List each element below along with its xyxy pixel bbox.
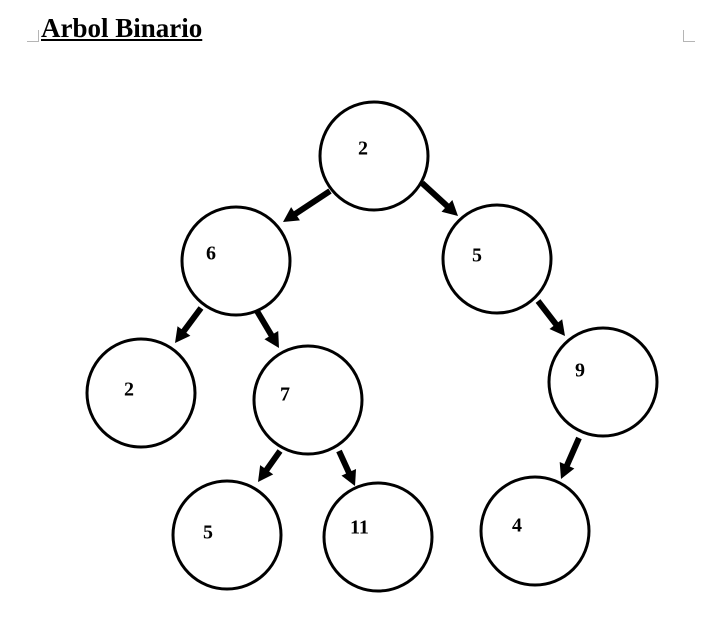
- edge-shaft: [180, 306, 204, 335]
- node-circle: [171, 479, 283, 591]
- tree-node-2: 2: [318, 100, 430, 212]
- node-circle: [318, 100, 430, 212]
- node-label: 7: [280, 384, 290, 406]
- arrowhead-icon: [559, 462, 575, 479]
- node-circle: [547, 326, 659, 438]
- tree-node-5: 5: [171, 479, 283, 591]
- node-label: 6: [206, 243, 216, 265]
- tree-node-4: 4: [479, 475, 591, 587]
- arrowhead-icon: [341, 469, 357, 486]
- tree-node-2: 2: [85, 337, 197, 449]
- node-circle: [322, 481, 434, 593]
- node-circle: [85, 337, 197, 449]
- tree-node-5: 5: [441, 203, 553, 315]
- tree-edges: [175, 180, 582, 486]
- page-corner-mark-left: [27, 30, 39, 42]
- arrowhead-icon: [264, 331, 279, 348]
- tree-edge-6-to-7: [254, 309, 279, 348]
- node-circle: [479, 475, 591, 587]
- tree-node-11: 11: [322, 481, 434, 593]
- node-label: 9: [575, 360, 585, 382]
- tree-node-9: 9: [547, 326, 659, 438]
- node-label: 2: [124, 379, 134, 401]
- tree-edge-7-to-11: [336, 449, 357, 486]
- edge-shaft: [563, 436, 582, 469]
- node-circle: [441, 203, 553, 315]
- tree-node-6: 6: [180, 205, 292, 317]
- node-label: 5: [203, 522, 213, 544]
- arrowhead-icon: [283, 207, 300, 222]
- edge-shaft: [292, 188, 332, 218]
- node-circle: [252, 344, 364, 456]
- tree-node-7: 7: [252, 344, 364, 456]
- tree-edge-6-to-2: [175, 306, 204, 343]
- tree-edge-9-to-4: [559, 436, 582, 479]
- arrowhead-icon: [549, 319, 565, 336]
- arrowhead-icon: [258, 465, 274, 482]
- tree-edge-2-to-6: [283, 188, 332, 222]
- page-corner-mark-right: [683, 30, 695, 42]
- node-label: 5: [472, 245, 482, 267]
- edge-shaft: [254, 309, 275, 339]
- node-label: 2: [358, 138, 368, 160]
- node-label: 11: [350, 517, 369, 539]
- page-title: Arbol Binario: [41, 13, 203, 43]
- node-label: 4: [512, 515, 522, 537]
- edge-shaft: [419, 180, 451, 210]
- node-circle: [180, 205, 292, 317]
- tree-nodes: 2 6 5 2 7 9 5 11 4: [85, 100, 659, 593]
- tree-edge-7-to-5: [258, 449, 283, 482]
- arrowhead-icon: [441, 199, 458, 216]
- arrowhead-icon: [175, 326, 191, 343]
- tree-edge-2-to-5: [419, 180, 458, 216]
- edge-shaft: [336, 449, 353, 476]
- edge-shaft: [535, 299, 560, 328]
- edge-shaft: [263, 449, 283, 474]
- tree-edge-5-to-9: [535, 299, 565, 336]
